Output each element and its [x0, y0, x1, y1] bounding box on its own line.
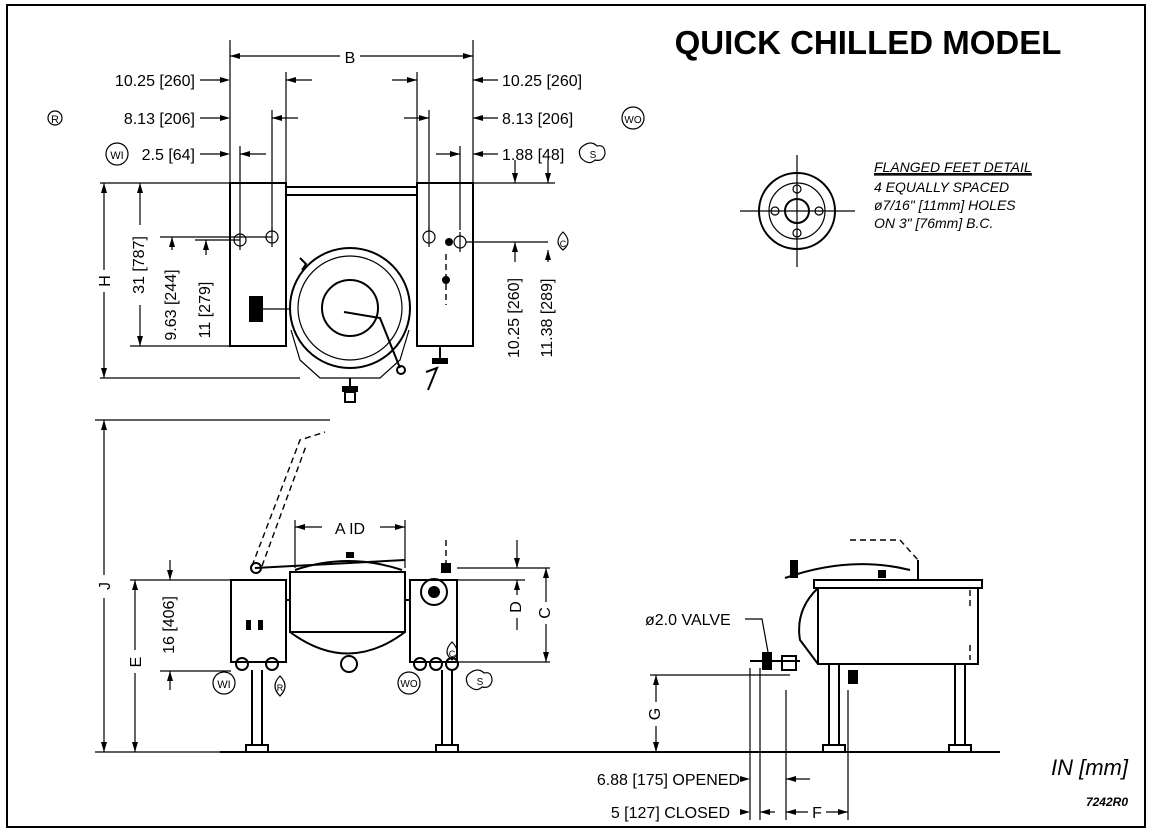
wi-symbol-top: WI	[105, 142, 129, 166]
flanged-feet-heading: FLANGED FEET DETAIL	[874, 159, 1032, 175]
side-body	[817, 587, 979, 665]
left-box-ports	[233, 227, 279, 250]
flanged-feet-line2: ø7/16" [11mm] HOLES	[874, 197, 1016, 213]
svg-text:WI: WI	[217, 679, 230, 691]
svg-text:WO: WO	[624, 115, 641, 126]
dim-j-label: J	[97, 582, 114, 590]
s-symbol-top: S	[578, 142, 606, 164]
dim-b-label: B	[345, 50, 356, 67]
dim-right-188: 1.88 [48]	[502, 147, 564, 164]
front-kettle-body	[289, 571, 406, 633]
c-symbol-top: C	[557, 231, 569, 251]
dim-963-244: 9.63 [244]	[163, 269, 180, 340]
dim-left-1025: 10.25 [260]	[115, 73, 195, 90]
dim-c-label: C	[537, 607, 554, 619]
dim-opened-label: 6.88 [175] OPENED	[597, 772, 740, 789]
top-view: B 10.25 [260] R 8.13 [206] WI 2.5 [64]	[47, 40, 645, 403]
kettle-lid-ring	[321, 279, 379, 337]
sheet-border	[6, 4, 1146, 828]
svg-text:S: S	[590, 150, 597, 161]
dim-11-279: 11 [279]	[197, 282, 214, 339]
c-symbol-front: C	[446, 641, 458, 661]
front-view: A ID J E 16 [406] D C	[95, 419, 1000, 753]
top-right-box	[416, 182, 474, 347]
flanged-feet-detail: FLANGED FEET DETAIL 4 EQUALLY SPACED ø7/…	[740, 155, 1032, 267]
svg-text:R: R	[277, 683, 284, 693]
dim-e-label: E	[128, 657, 145, 668]
dim-closed-label: 5 [127] CLOSED	[611, 805, 730, 822]
dim-31-787: 31 [787]	[131, 236, 148, 294]
dim-1138-289: 11.38 [289]	[539, 279, 556, 358]
wi-symbol-front: WI	[212, 671, 236, 695]
s-symbol-front: S	[465, 669, 493, 691]
svg-text:C: C	[449, 649, 456, 659]
r-symbol-front: R	[274, 675, 286, 697]
dim-g-label: G	[647, 708, 664, 720]
r-symbol-left: R	[47, 110, 63, 126]
dim-left-25: 2.5 [64]	[142, 147, 195, 164]
dim-right-813: 8.13 [206]	[502, 111, 573, 128]
dim-d-label: D	[508, 601, 525, 613]
side-view: ø2.0 VALVE G 6.88 [175] OPENED 5 [127] C…	[597, 539, 983, 822]
dim-16-406: 16 [406]	[161, 596, 178, 654]
flanged-feet-line3: ON 3" [76mm] B.C.	[874, 215, 993, 231]
wo-symbol-top: WO	[621, 106, 645, 130]
svg-text:C: C	[560, 239, 567, 249]
drawing-title: QUICK CHILLED MODEL	[675, 24, 1062, 61]
dim-a-id-label: A ID	[335, 521, 365, 538]
svg-text:S: S	[477, 677, 484, 688]
svg-text:R: R	[51, 114, 59, 126]
drawing-number: 7242R0	[1086, 795, 1128, 809]
dim-f-label: F	[812, 805, 822, 822]
valve-label: ø2.0 VALVE	[645, 612, 731, 629]
units-note: IN [mm]	[1051, 755, 1129, 780]
dim-left-813: 8.13 [206]	[124, 111, 195, 128]
dim-right-1025: 10.25 [260]	[502, 73, 582, 90]
front-left-box	[230, 579, 287, 663]
kettle-outer-ring	[289, 247, 411, 369]
right-box-ports	[422, 227, 467, 305]
dim-h-label: H	[97, 275, 114, 287]
dim-1025-260-vert: 10.25 [260]	[506, 278, 523, 358]
svg-text:WI: WI	[110, 150, 123, 162]
wo-symbol-front: WO	[397, 671, 421, 695]
flanged-feet-line1: 4 EQUALLY SPACED	[874, 179, 1009, 195]
svg-text:WO: WO	[400, 679, 417, 690]
